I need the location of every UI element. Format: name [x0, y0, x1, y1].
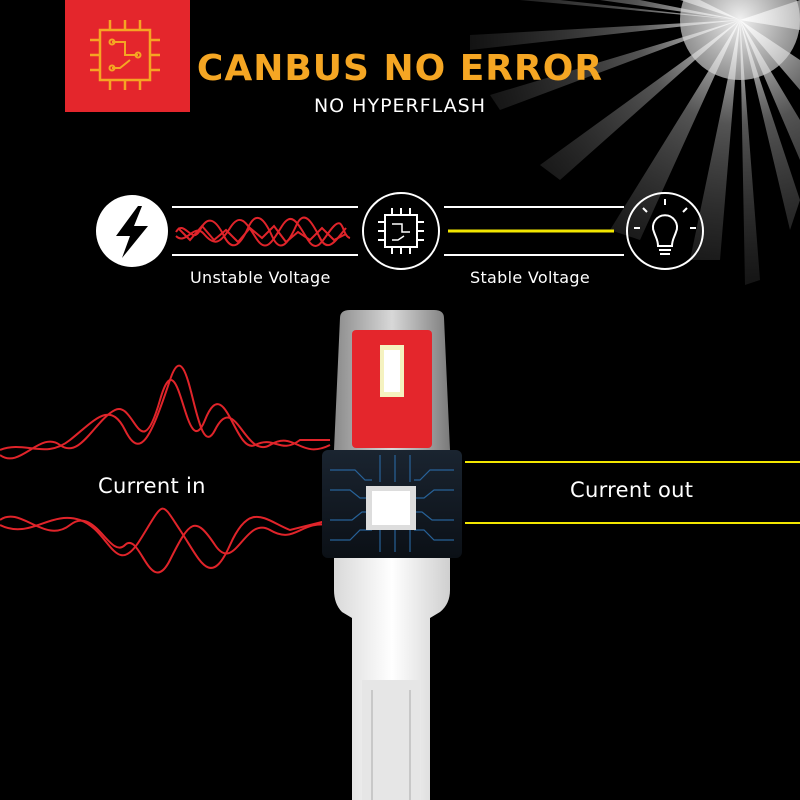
subheadline: NO HYPERFLASH — [313, 95, 487, 117]
headline: CANBUS NO ERROR — [196, 48, 604, 89]
lightning-icon — [96, 195, 168, 267]
chip-icon — [362, 192, 440, 270]
lightbulb-icon — [626, 192, 704, 270]
stable-voltage-label: Stable Voltage — [470, 268, 590, 287]
unstable-voltage-label: Unstable Voltage — [190, 268, 331, 287]
current-out-label: Current out — [570, 478, 694, 502]
current-in-label: Current in — [98, 474, 206, 498]
